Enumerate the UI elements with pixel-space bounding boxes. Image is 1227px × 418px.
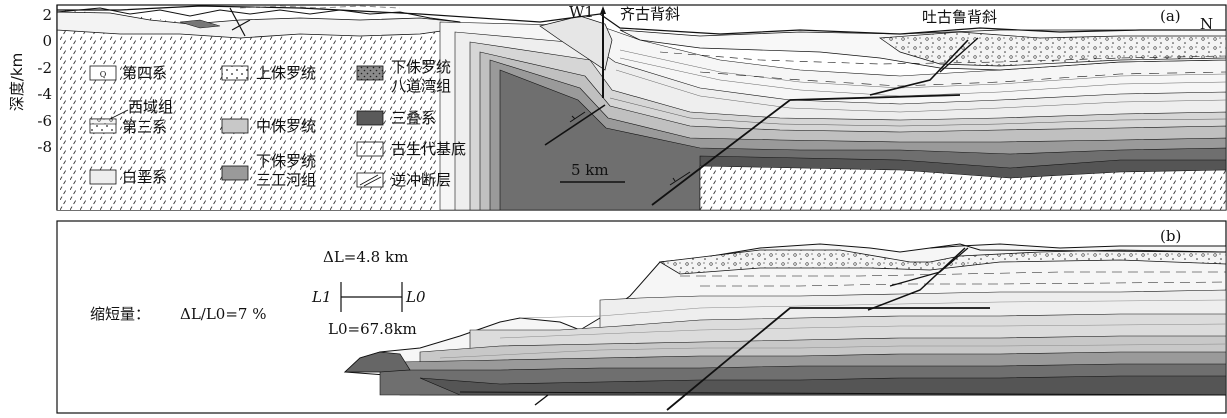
legend-swatch-sangonghe — [221, 165, 249, 181]
legend-xiyu-leader — [109, 109, 129, 120]
legend-badaowan-1: 下侏罗统 — [391, 58, 451, 76]
thrust-fault-4 — [939, 37, 979, 73]
y-tick-2: 2 — [42, 6, 52, 24]
thrust-fault-1 — [544, 104, 606, 146]
basement-left — [57, 10, 470, 210]
well-label: W1 — [569, 3, 594, 21]
legend-cretaceous: 白垩系 — [122, 168, 167, 186]
legend-swatch-triassic — [356, 110, 384, 126]
legend-swatch-xiyu — [89, 118, 117, 125]
north-label: N — [1200, 15, 1213, 33]
legend: Q 第四系 西域组 第三系 白垩系 上侏罗统 中侏罗统 下侏罗统 三工河组 下侏… — [89, 58, 466, 189]
legend-upper-jurassic: 上侏罗统 — [256, 64, 316, 82]
shortening-label: 缩短量： — [90, 305, 150, 323]
legend-triassic: 三叠系 — [391, 109, 436, 127]
well-w1-icon — [600, 6, 606, 14]
shortening-diagram: ΔL=4.8 km L1 L0 L0=67.8km 缩短量： ΔL/L0=7 % — [90, 248, 426, 338]
thrust-fault-2 — [651, 94, 961, 206]
restored-thrust-2 — [867, 247, 966, 311]
small-triassic-outcrop — [179, 19, 221, 29]
l0-value: L0=67.8km — [328, 320, 417, 338]
panel-b-restored-section — [343, 243, 1226, 411]
bedding-dashed-2 — [699, 71, 1226, 87]
y-tick-0: 0 — [42, 32, 52, 50]
legend-badaowan-2: 八道湾组 — [391, 77, 451, 95]
y-tick-minus2: -2 — [37, 59, 52, 77]
depth-axis: 2 0 -2 -4 -6 -8 深度/km — [8, 5, 58, 210]
legend-thrust: 逆冲断层 — [391, 171, 451, 189]
qigu-anticline-core — [539, 15, 613, 71]
panel-a-label: (a) — [1160, 7, 1181, 25]
scale-bar: 5 km — [560, 161, 625, 183]
scale-bar-label: 5 km — [571, 161, 609, 179]
shortening-formula: ΔL/L0=7 % — [180, 305, 266, 323]
restored-topography — [929, 243, 1226, 253]
legend-swatch-upper-jurassic — [221, 65, 249, 81]
y-tick-minus8: -8 — [37, 138, 52, 156]
legend-quaternary: 第四系 — [122, 64, 167, 82]
legend-swatch-paleozoic — [356, 141, 384, 157]
legend-xiyu: 西域组 — [128, 98, 173, 116]
legend-paleozoic: 古生代基底 — [391, 140, 466, 158]
legend-thrust-symbol — [359, 174, 382, 187]
l1-label: L1 — [311, 288, 332, 306]
basin-strata — [439, 21, 1226, 210]
legend-tertiary: 第三系 — [122, 118, 167, 136]
y-tick-minus6: -6 — [37, 112, 52, 130]
restored-xiyu — [658, 249, 1226, 275]
panel-b-label: (b) — [1160, 227, 1181, 245]
legend-sangonghe-1: 下侏罗统 — [256, 152, 316, 170]
delta-l-label: ΔL=4.8 km — [323, 248, 408, 266]
topography — [57, 5, 1226, 35]
eroded-projection — [239, 5, 401, 9]
restored-bedding — [439, 271, 1226, 359]
fault-arrows — [569, 111, 691, 186]
y-tick-minus4: -4 — [37, 85, 52, 103]
legend-quaternary-symbol: Q — [100, 70, 107, 79]
legend-middle-jurassic: 中侏罗统 — [256, 117, 316, 135]
l0-label: L0 — [405, 288, 426, 306]
restored-thrust-stub — [534, 394, 549, 406]
thrust-fault-3 — [869, 39, 969, 96]
left-faults — [229, 7, 251, 37]
bedding-dashed-1 — [659, 51, 1226, 65]
panel-b: (b) ΔL=4.8 km L1 L0 L0=67.8km 缩短量： ΔL/L0… — [56, 220, 1227, 414]
restored-thrust-3 — [889, 247, 969, 287]
legend-sangonghe-2: 三工河组 — [256, 171, 316, 189]
legend-swatch-quaternary — [89, 65, 117, 81]
panel-a: W1 齐古背斜 吐古鲁背斜 (a) N 2 0 -2 -4 -6 -8 深度/k… — [8, 3, 1227, 211]
restored-thrust-1 — [666, 307, 990, 411]
qigu-anticline-label: 齐古背斜 — [620, 5, 680, 23]
tuguru-anticline-label: 吐古鲁背斜 — [922, 8, 997, 26]
legend-swatch-cretaceous — [89, 169, 117, 185]
restored-left-wedge — [344, 351, 411, 373]
legend-swatch-middle-jurassic — [221, 118, 249, 134]
panel-a-geology — [57, 5, 1226, 210]
legend-swatch-badaowan — [356, 65, 384, 81]
restored-base — [459, 391, 1226, 396]
y-axis-title: 深度/km — [8, 53, 26, 111]
